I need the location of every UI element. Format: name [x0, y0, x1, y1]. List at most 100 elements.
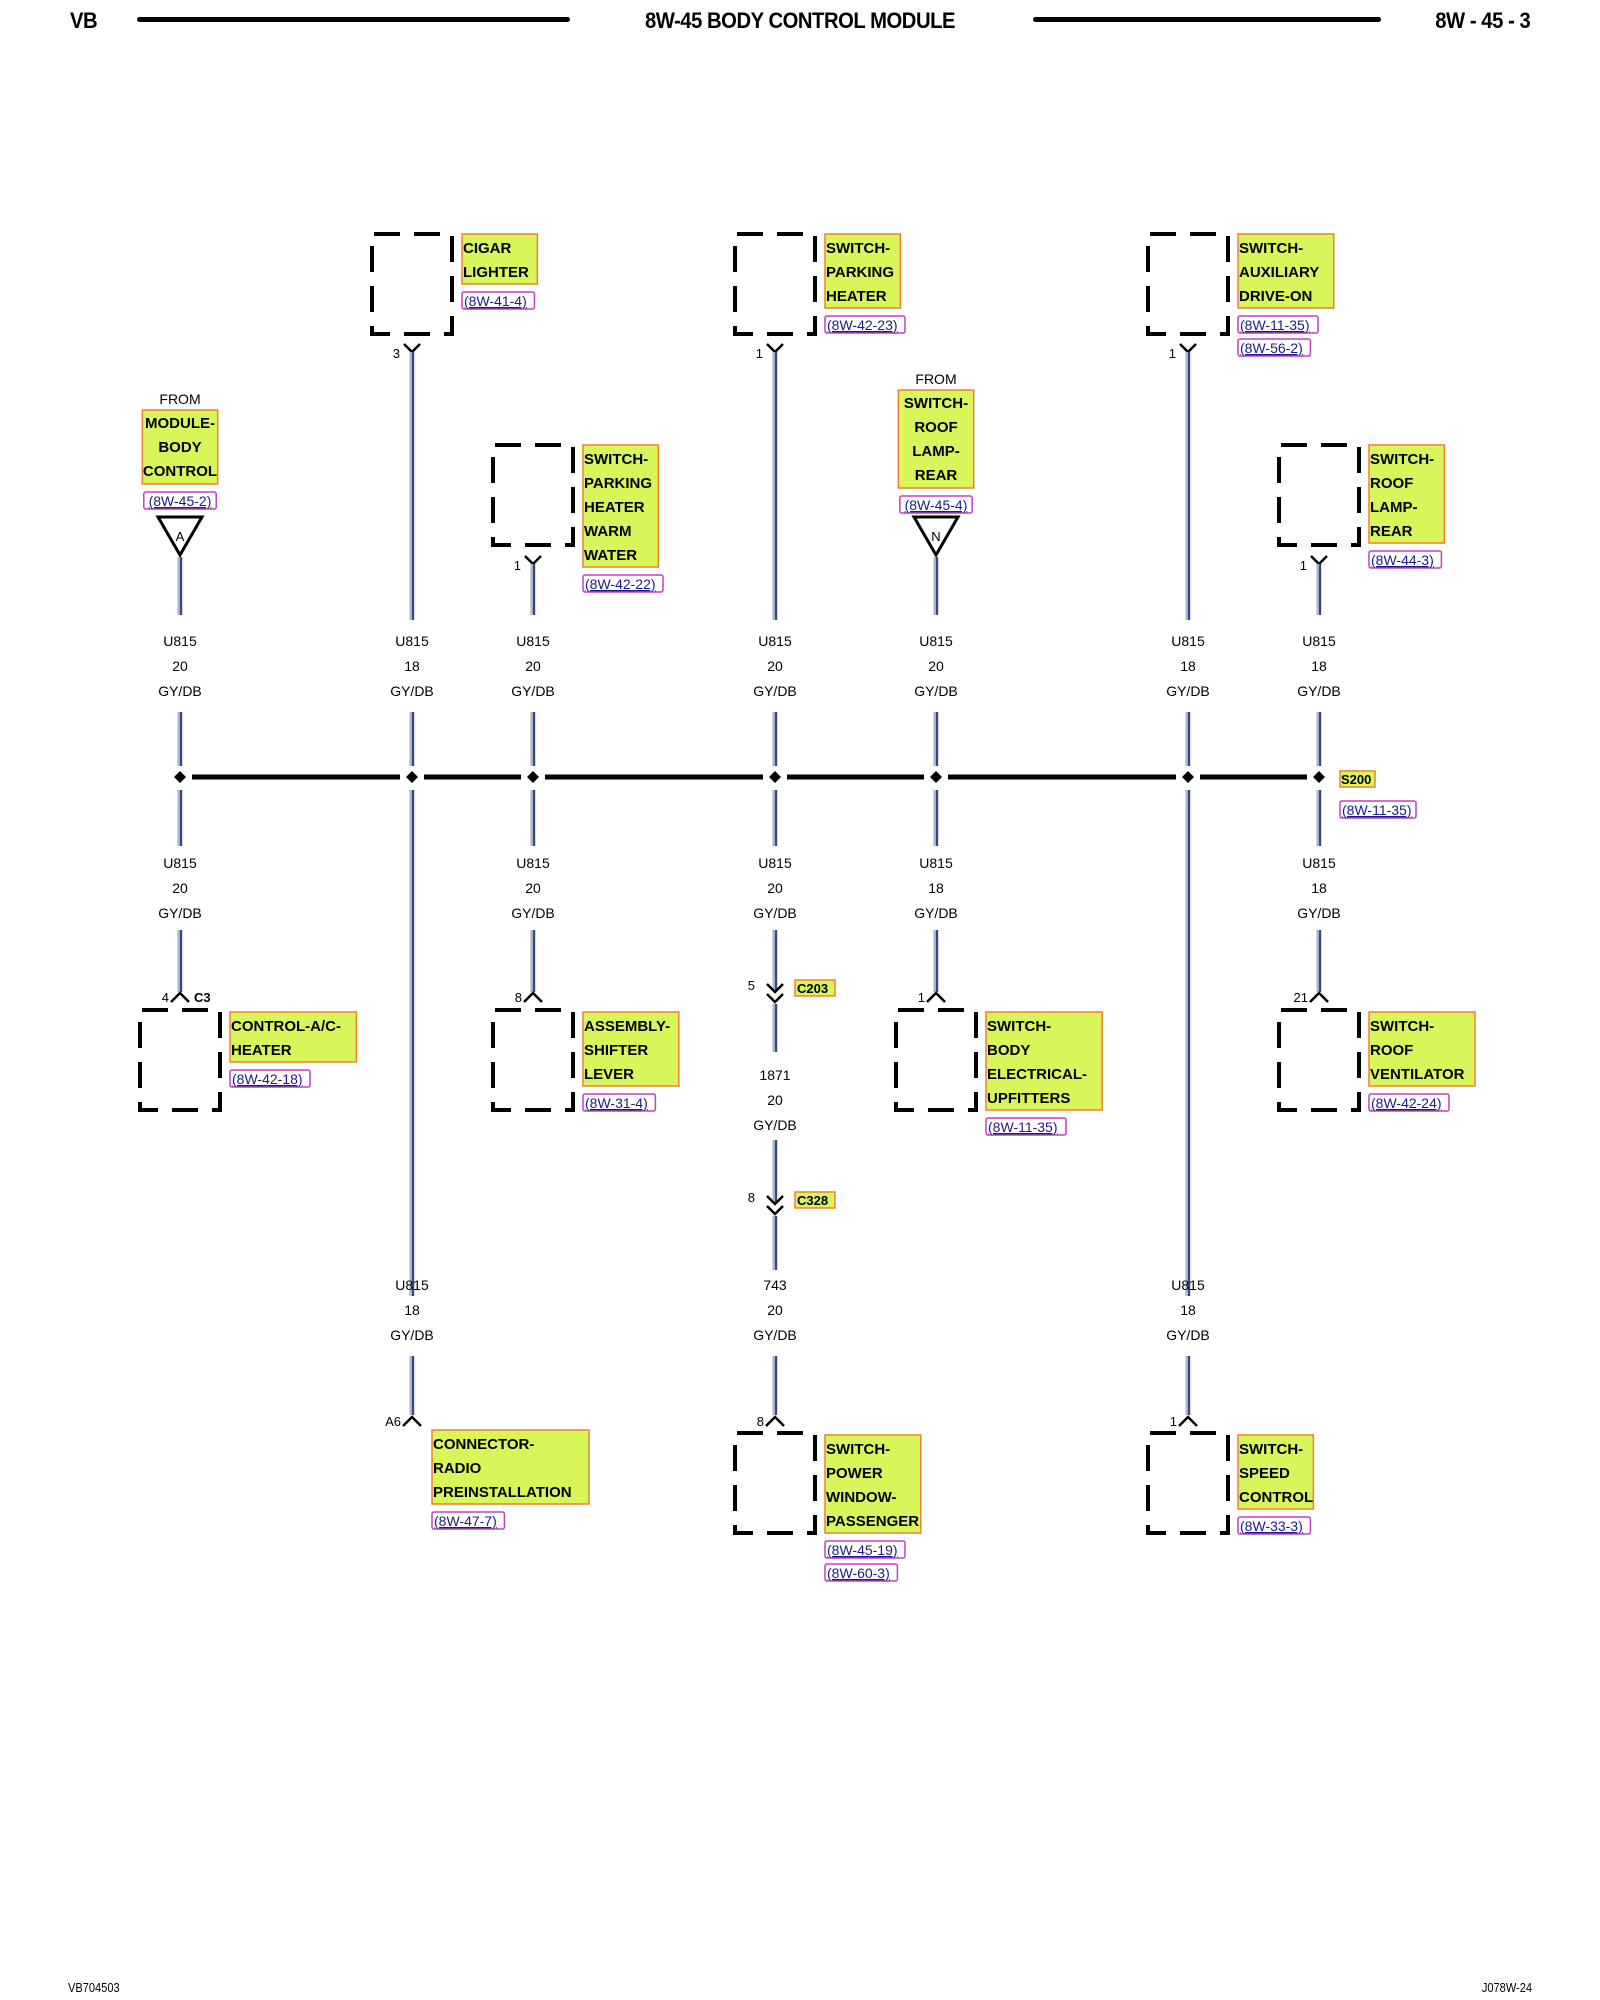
component-name-highlight [824, 233, 902, 309]
splice-node [930, 771, 942, 783]
component-feed-wire [933, 930, 939, 992]
cigar-lighter-terminal: 3 [393, 343, 421, 361]
wire-gauge: 20 [172, 880, 188, 896]
switch-body-electrical-upfitters-label: SWITCH-BODYELECTRICAL-UPFITTERS(8W-11-35… [985, 1011, 1103, 1136]
wire-gauge: 20 [767, 1302, 783, 1318]
footer-page-code: J078W-24 [1481, 1980, 1532, 1995]
splice-bus [174, 771, 1325, 783]
switch-power-window-passenger-label: SWITCH-POWERWINDOW-PASSENGER(8W-45-19)(8… [824, 1434, 922, 1582]
upper-feed-wire [409, 352, 415, 620]
component-name-line: BODY [158, 439, 201, 456]
splice-node [1313, 771, 1325, 783]
switch-roof-lamp-rear-box [1277, 443, 1361, 547]
wire-gauge: 20 [525, 658, 541, 674]
center-wire [772, 1216, 778, 1270]
reference-box [461, 291, 536, 310]
connector-glyph-upper [766, 1195, 784, 1206]
pin-number: 1 [1169, 346, 1176, 361]
component-name-highlight [461, 233, 539, 285]
reference-box [1237, 315, 1319, 334]
reference-box [431, 1511, 506, 1530]
pin-number: 3 [393, 346, 400, 361]
terminal-glyph [402, 1415, 422, 1427]
center-wire [772, 1004, 778, 1052]
connector-glyph-lower [766, 1205, 784, 1216]
lower-bus-wire [772, 790, 778, 846]
upper-feed-wire [933, 557, 939, 615]
component-name-line: CIGAR [463, 240, 512, 257]
from-label: FROM [159, 391, 200, 407]
reference-link: (8W-42-24) [1371, 1095, 1442, 1111]
switch-auxiliary-drive-on-label: SWITCH-AUXILIARYDRIVE-ON(8W-11-35)(8W-56… [1237, 233, 1335, 357]
splice-name-highlight [1339, 770, 1376, 788]
component-name-highlight [1368, 1011, 1476, 1087]
splice-name: S200 [1341, 772, 1371, 787]
circuit-number: U815 [516, 855, 550, 871]
flag-triangle [911, 515, 961, 558]
switch-parking-heater-terminal: 1 [756, 343, 784, 361]
circuit-number: U815 [395, 633, 429, 649]
splice-node [406, 771, 418, 783]
switch-parking-heater-warm-water-terminal: 1 [514, 555, 542, 573]
wire-color: GY/DB [753, 1117, 797, 1133]
pin-number: 4 [162, 990, 169, 1005]
assembly-shifter-lever-terminal: 8 [515, 990, 543, 1005]
reference-box [985, 1117, 1067, 1136]
wire-color: GY/DB [753, 1327, 797, 1343]
component-name-highlight [141, 409, 219, 485]
terminal-glyph [1310, 555, 1328, 566]
upper-feed-wire [177, 557, 183, 615]
pin-number: 8 [757, 1414, 764, 1429]
page-title: 8W-45 BODY CONTROL MODULE [644, 8, 956, 33]
lower-bus-wire [530, 790, 536, 846]
wire-gauge: 20 [928, 658, 944, 674]
component-name-line: LAMP- [1370, 499, 1418, 516]
component-name-line: UPFITTERS [987, 1090, 1070, 1107]
terminal-glyph [523, 991, 543, 1003]
wire-color: GY/DB [753, 683, 797, 699]
component-name-line: SWITCH- [1239, 240, 1303, 257]
wire-color: GY/DB [158, 905, 202, 921]
circuit-number: 743 [763, 1277, 787, 1293]
switch-body-electrical-upfitters-terminal: 1 [918, 990, 946, 1005]
switch-roof-ventilator-box [1277, 1008, 1361, 1112]
circuit-number: U815 [758, 855, 792, 871]
bottom-feed-wire [1185, 1356, 1191, 1415]
pin-number: 5 [748, 978, 755, 993]
pin-number: 8 [748, 1190, 755, 1205]
wire-color: GY/DB [1297, 905, 1341, 921]
splice-node [1182, 771, 1194, 783]
reference-box [582, 1093, 657, 1112]
reference-link: (8W-33-3) [1240, 1518, 1303, 1534]
bottom-feed-wire [409, 1356, 415, 1415]
component-name-line: SWITCH- [987, 1018, 1051, 1035]
switch-roof-lamp-rear-terminal: 1 [1300, 555, 1328, 573]
upper-bus-wire [1316, 712, 1322, 766]
circuit-number: U815 [1171, 633, 1205, 649]
reference-link: (8W-47-7) [434, 1513, 497, 1529]
center-wire [772, 1140, 778, 1202]
terminal-glyph [403, 343, 421, 354]
upper-bus-wire [177, 712, 183, 766]
center-wire [772, 930, 778, 990]
footer-image-id: VB704503 [68, 1980, 120, 1995]
reference-link: (8W-11-35) [1342, 802, 1412, 818]
reference-link: (8W-45-2) [149, 493, 212, 509]
component-name-highlight [1368, 444, 1446, 544]
component-name-line: POWER [826, 1465, 883, 1482]
component-name-highlight [1237, 233, 1335, 309]
component-name-line: CONTROL [1239, 1489, 1313, 1506]
upper-feed-wire [1316, 564, 1322, 615]
component-name-line: SWITCH- [826, 1441, 890, 1458]
component-name-line: SWITCH- [1370, 1018, 1434, 1035]
